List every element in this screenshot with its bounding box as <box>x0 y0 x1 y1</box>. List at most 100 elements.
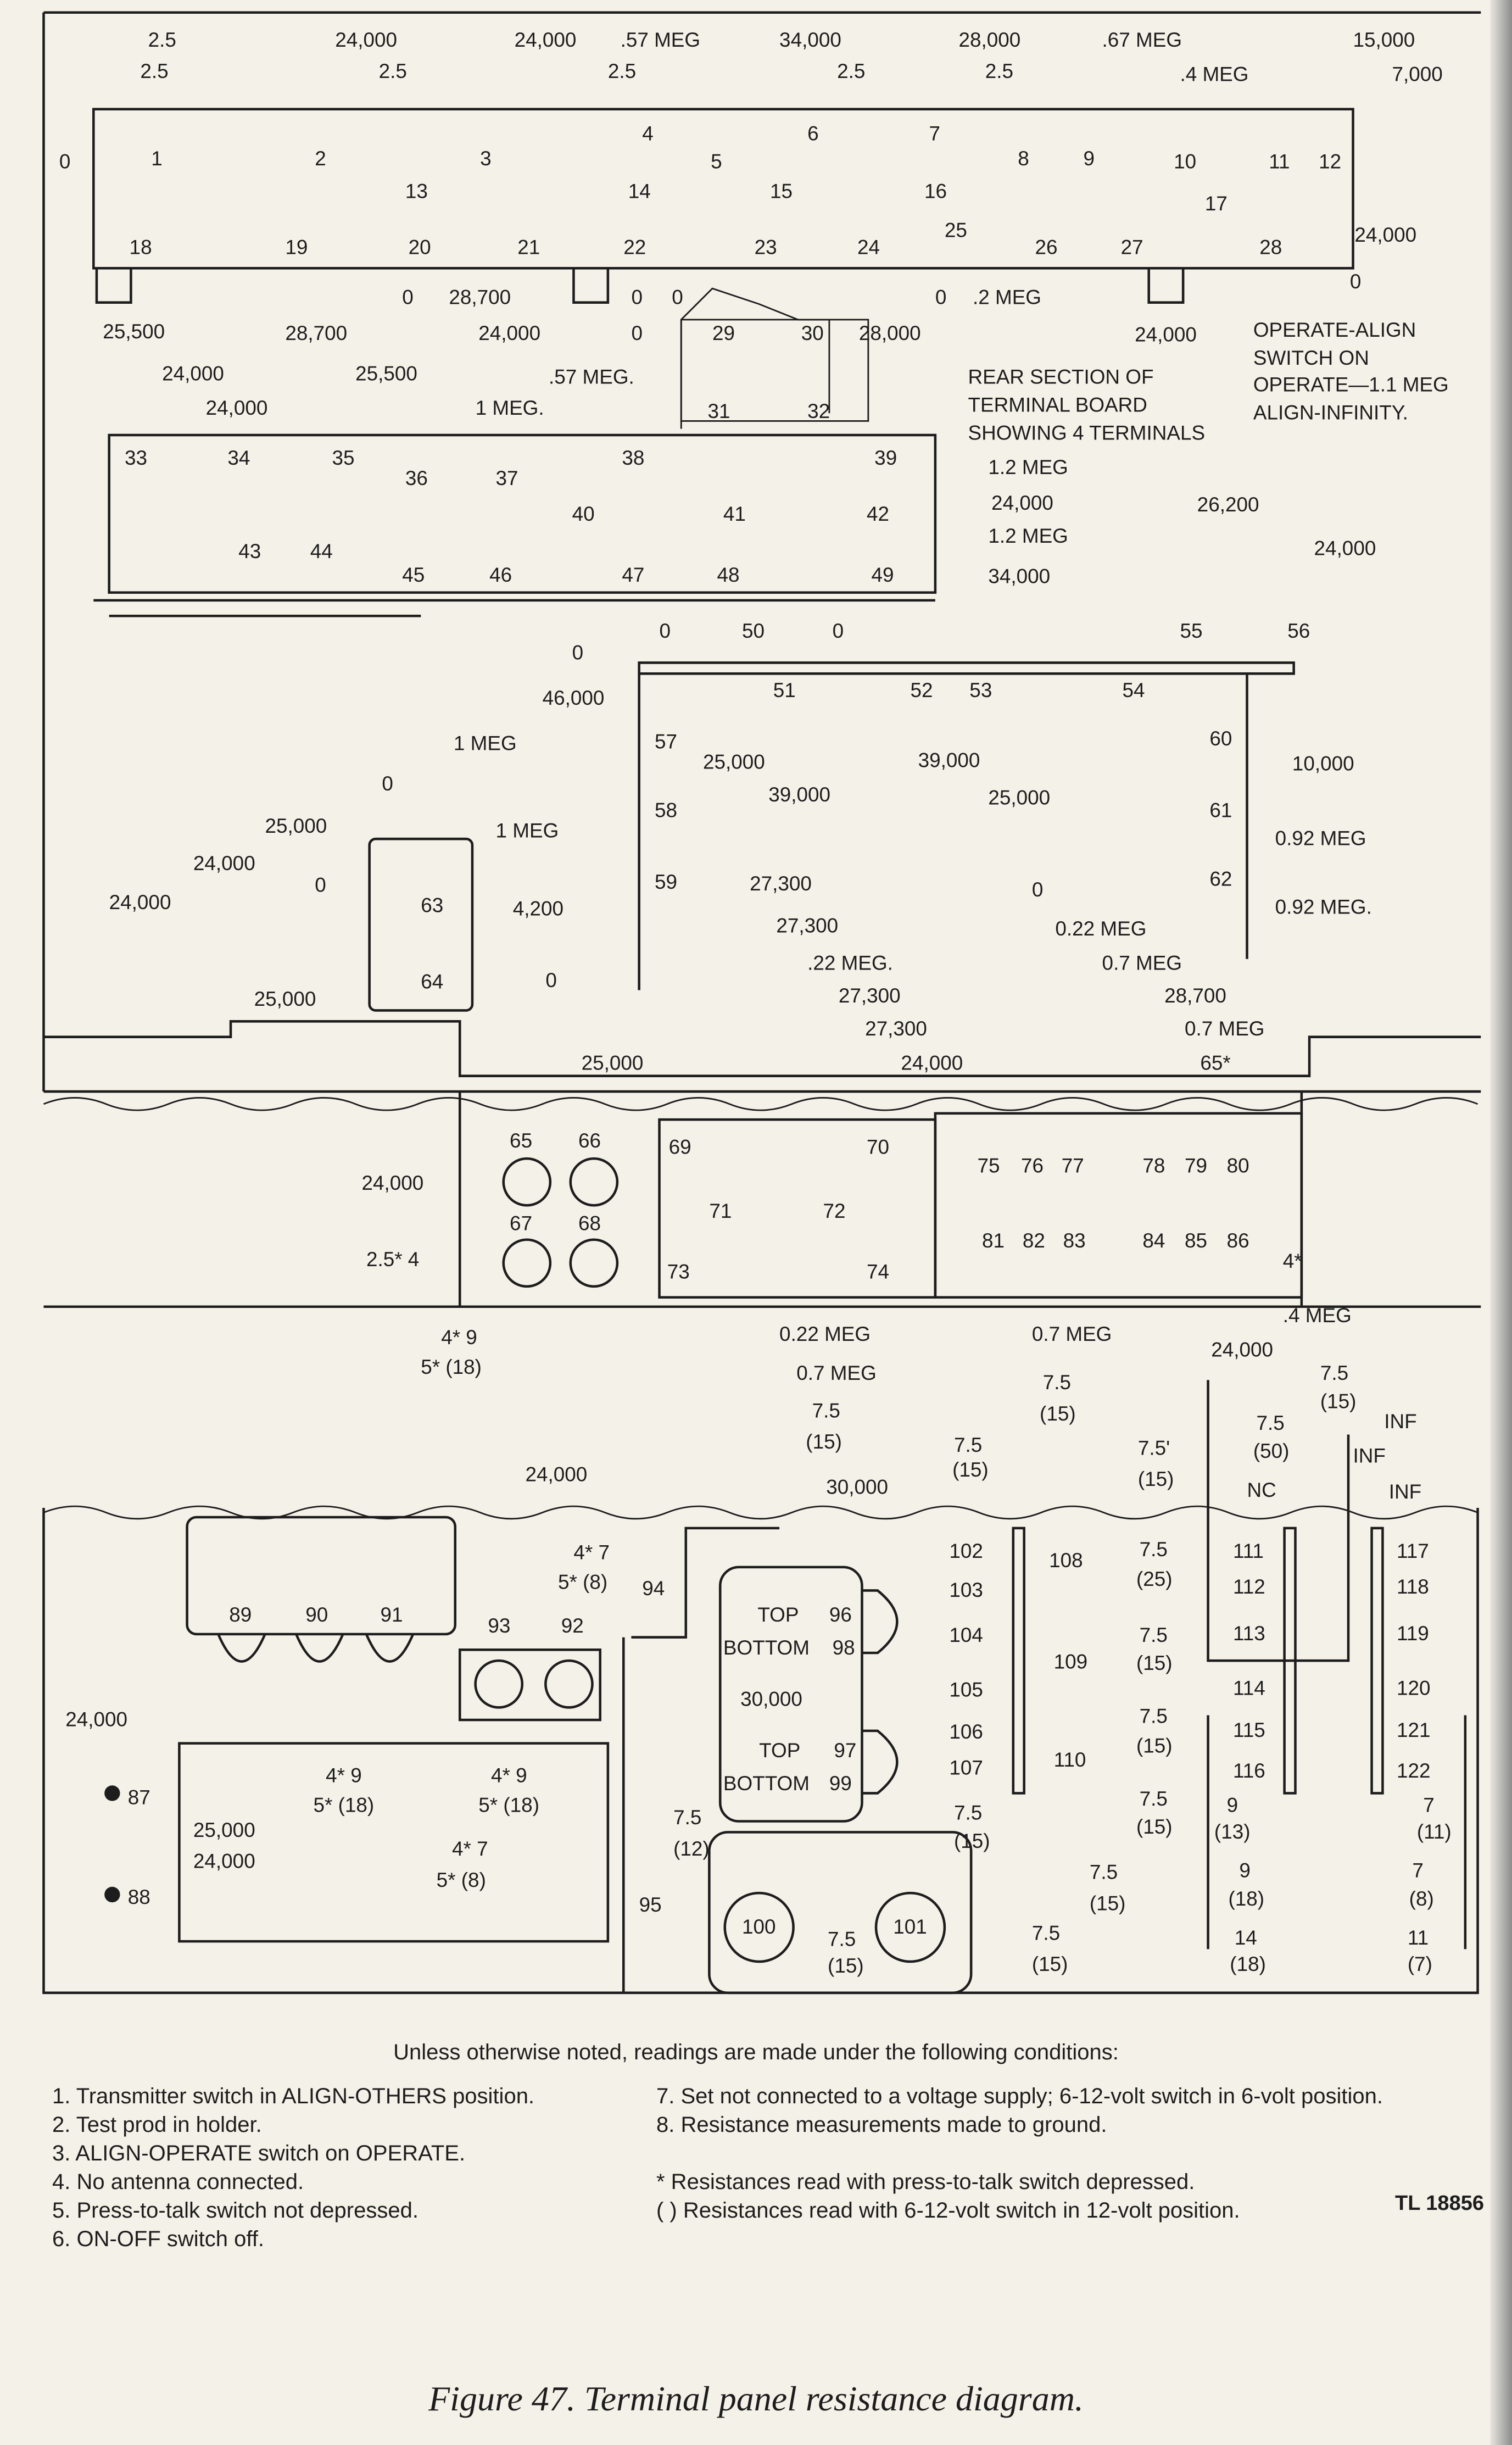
diagram-label: (15) <box>828 1954 864 1977</box>
diagram-label: 9 <box>1227 1794 1238 1817</box>
diagram-label: (7) <box>1408 1953 1432 1975</box>
diagram-label: 24,000 <box>361 1172 423 1194</box>
diagram-label: (12) <box>673 1837 710 1860</box>
note: 6. ON-OFF switch off. <box>52 2227 264 2251</box>
diagram-label: 11 <box>1269 151 1290 173</box>
diagram-label: 7 <box>1423 1794 1435 1817</box>
diagram-label: 0.7 MEG <box>796 1362 877 1384</box>
diagram-label: 25,000 <box>265 815 327 837</box>
diagram-label: 46 <box>489 564 512 586</box>
diagram-label: 82 <box>1023 1229 1045 1252</box>
outlines <box>42 11 1481 1995</box>
diagram-label: 9 <box>1084 147 1095 170</box>
diagram-label: 108 <box>1049 1549 1083 1572</box>
diagram-label: .22 MEG. <box>807 952 893 974</box>
diagram-label: 7.5 <box>1043 1371 1071 1394</box>
diagram-label: SHOWING 4 TERMINALS <box>968 421 1205 444</box>
diagram-label: 30,000 <box>826 1475 888 1498</box>
diagram-label: TOP <box>757 1603 799 1626</box>
diagram-label: 28,700 <box>449 286 511 309</box>
diagram-label: 111 <box>1233 1540 1264 1562</box>
diagram-label: 50 <box>742 620 765 642</box>
diagram-label: 0 <box>660 620 671 642</box>
diagram-label: 107 <box>949 1756 983 1779</box>
diagram-label: INF <box>1389 1480 1421 1503</box>
diagram-label: 110 <box>1054 1748 1086 1771</box>
diagram-label: 5* (8) <box>437 1869 486 1891</box>
diagram-label: 24,000 <box>193 852 255 875</box>
diagram-label: 20 <box>409 236 431 259</box>
diagram-label: 28,700 <box>285 322 347 344</box>
diagram-label: 5* (18) <box>421 1356 482 1378</box>
diagram-label: 87 <box>128 1786 150 1808</box>
diagram-label: 26 <box>1035 236 1058 259</box>
diagram-label: TOP <box>759 1739 800 1762</box>
diagram-label: (15) <box>806 1430 842 1453</box>
diagram-label: OPERATE—1.1 MEG <box>1253 373 1449 396</box>
diagram-label: (25) <box>1136 1568 1173 1590</box>
diagram-label: 24,000 <box>65 1708 127 1730</box>
diagram-label: 24 <box>857 236 880 259</box>
diagram-label: 85 <box>1185 1229 1207 1252</box>
diagram-label: 0.7 MEG <box>1185 1017 1265 1040</box>
diagram-label: 0 <box>59 151 71 173</box>
diagram-label: 60 <box>1209 727 1232 750</box>
diagram-label: 94 <box>642 1577 665 1600</box>
note: 8. Resistance measurements made to groun… <box>656 2113 1107 2137</box>
diagram-label: 117 <box>1397 1540 1429 1562</box>
diagram-label: 0 <box>833 620 844 642</box>
diagram-label: 83 <box>1063 1229 1086 1252</box>
figure-code: TL 18856 <box>1395 2192 1484 2215</box>
notes-title: Unless otherwise noted, readings are mad… <box>393 2040 1119 2064</box>
diagram-label: (15) <box>1136 1735 1173 1757</box>
diagram-label: 14 <box>1235 1926 1257 1949</box>
diagram-label: 114 <box>1233 1677 1265 1700</box>
diagram-label: 24,000 <box>206 397 268 419</box>
diagram-label: 4,200 <box>513 897 563 920</box>
diagram-label: 56 <box>1287 620 1310 642</box>
diagram-label: 7.5 <box>1140 1705 1168 1728</box>
diagram-label: 120 <box>1397 1677 1431 1700</box>
diagram-label: 30 <box>801 322 824 344</box>
diagram-label: (15) <box>1136 1652 1173 1674</box>
diagram-label: 27 <box>1121 236 1143 259</box>
diagram-label: 24,000 <box>1314 537 1376 560</box>
diagram-label: ALIGN-INFINITY. <box>1253 402 1408 424</box>
diagram-label: 0 <box>315 874 326 896</box>
diagram-label: 25,500 <box>103 320 165 343</box>
diagram-label: 65 <box>510 1129 532 1152</box>
diagram-label: 0 <box>572 642 584 664</box>
note: 2. Test prod in holder. <box>52 2113 262 2137</box>
diagram-label: 31 <box>708 400 730 422</box>
diagram-label: (13) <box>1214 1820 1251 1843</box>
diagram-label: 89 <box>229 1603 252 1626</box>
diagram-label: 27,300 <box>776 915 838 937</box>
page-edge <box>1490 0 1512 2445</box>
diagram-label: 77 <box>1062 1155 1084 1177</box>
diagram-label: REAR SECTION OF <box>968 365 1153 388</box>
diagram-label: 38 <box>622 447 644 469</box>
diagram-label: 45 <box>402 564 425 586</box>
diagram-label: 4* 9 <box>326 1764 362 1787</box>
diagram-label: 102 <box>949 1540 983 1562</box>
legend-note: * Resistances read with press-to-talk sw… <box>656 2170 1195 2194</box>
diagram-label: 7.5 <box>673 1806 701 1829</box>
diagram-label: 113 <box>1233 1622 1265 1645</box>
diagram-label: 7.5' <box>1138 1436 1170 1459</box>
diagram-label: 1 MEG <box>496 819 559 842</box>
diagram-label: 121 <box>1397 1719 1431 1741</box>
diagram-label: 4* 9 <box>491 1764 527 1787</box>
diagram-label: 47 <box>622 564 644 586</box>
diagram-label: 37 <box>496 467 518 489</box>
diagram-label: 27,300 <box>750 872 812 895</box>
diagram-label: 34,000 <box>988 565 1050 588</box>
diagram-label: 53 <box>969 679 992 701</box>
diagram-label: 7.5 <box>1032 1922 1060 1944</box>
diagram-label: TERMINAL BOARD <box>968 393 1147 416</box>
diagram-label: 75 <box>978 1155 1000 1177</box>
diagram-label: 51 <box>773 679 796 701</box>
diagram-label: 7.5 <box>954 1802 982 1824</box>
diagram-label: 7.5 <box>828 1928 856 1951</box>
diagram-label: 25 <box>945 219 967 241</box>
